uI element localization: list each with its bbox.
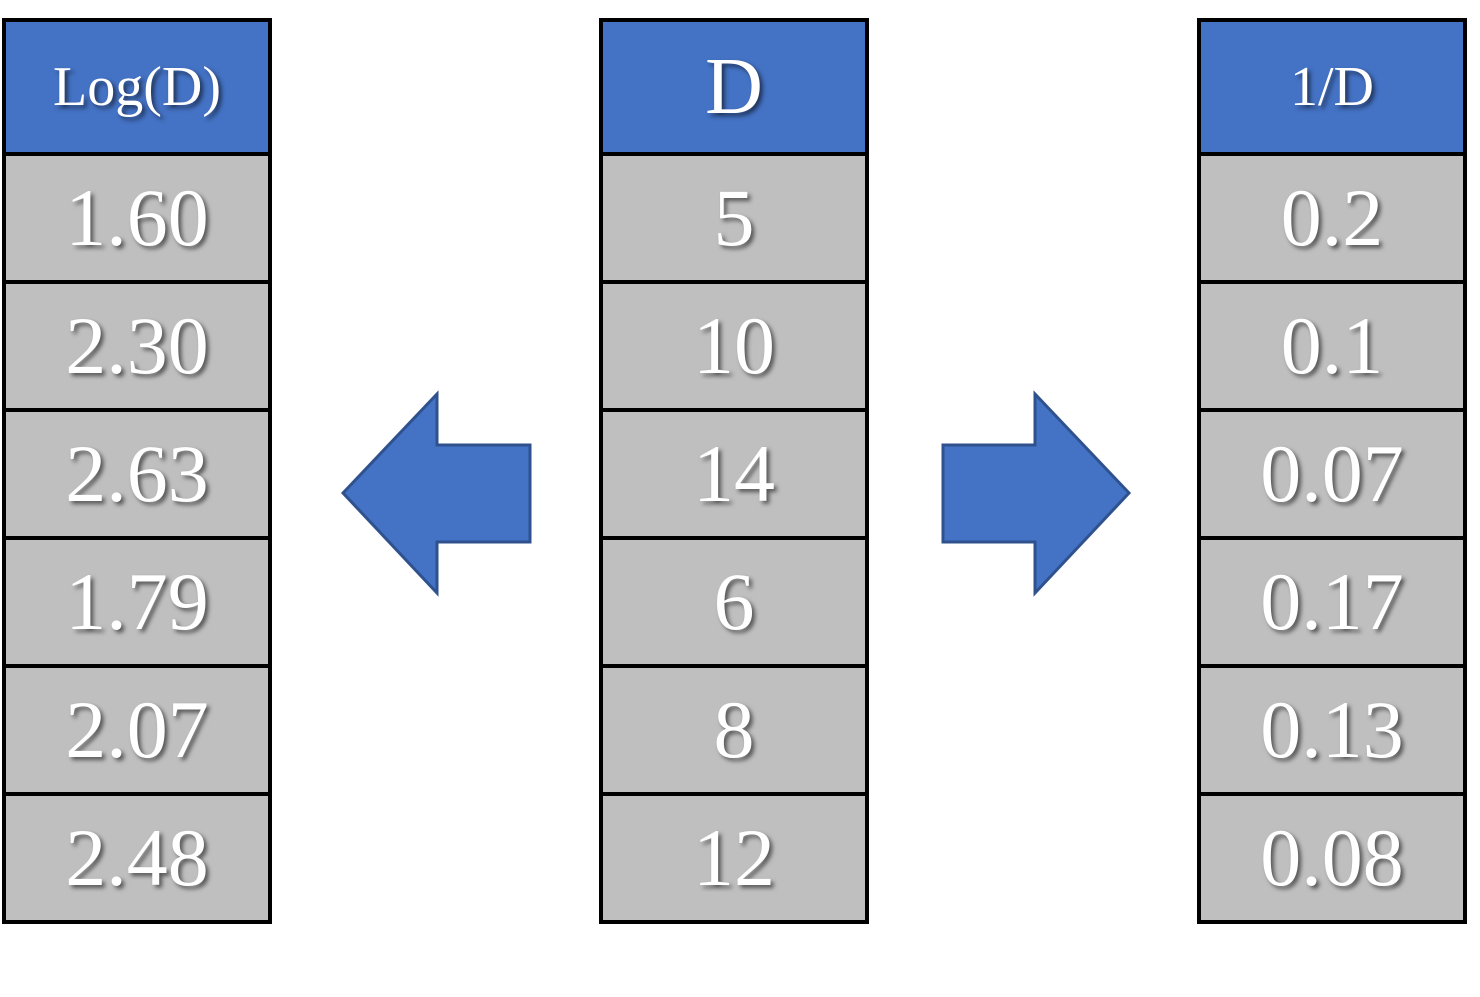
log-d-cell: 2.30 xyxy=(6,280,268,408)
d-cell: 10 xyxy=(603,280,865,408)
d-cell: 12 xyxy=(603,792,865,920)
d-cell: 8 xyxy=(603,664,865,792)
log-d-cell: 2.63 xyxy=(6,408,268,536)
log-d-header: Log(D) xyxy=(6,22,268,152)
inverse-d-cell: 0.13 xyxy=(1201,664,1463,792)
arrow-left-icon xyxy=(340,390,532,597)
inverse-d-cell: 0.07 xyxy=(1201,408,1463,536)
log-d-column: Log(D) 1.60 2.30 2.63 1.79 2.07 2.48 xyxy=(2,18,272,924)
log-d-cell: 2.48 xyxy=(6,792,268,920)
inverse-d-column: 1/D 0.2 0.1 0.07 0.17 0.13 0.08 xyxy=(1197,18,1467,924)
d-column: D 5 10 14 6 8 12 xyxy=(599,18,869,924)
log-d-cell: 1.60 xyxy=(6,152,268,280)
d-header: D xyxy=(603,22,865,152)
log-d-cell: 1.79 xyxy=(6,536,268,664)
d-cell: 5 xyxy=(603,152,865,280)
arrow-right-icon xyxy=(941,390,1132,597)
inverse-d-header: 1/D xyxy=(1201,22,1463,152)
d-cell: 14 xyxy=(603,408,865,536)
inverse-d-cell: 0.1 xyxy=(1201,280,1463,408)
d-cell: 6 xyxy=(603,536,865,664)
inverse-d-cell: 0.08 xyxy=(1201,792,1463,920)
inverse-d-cell: 0.2 xyxy=(1201,152,1463,280)
inverse-d-cell: 0.17 xyxy=(1201,536,1463,664)
log-d-cell: 2.07 xyxy=(6,664,268,792)
